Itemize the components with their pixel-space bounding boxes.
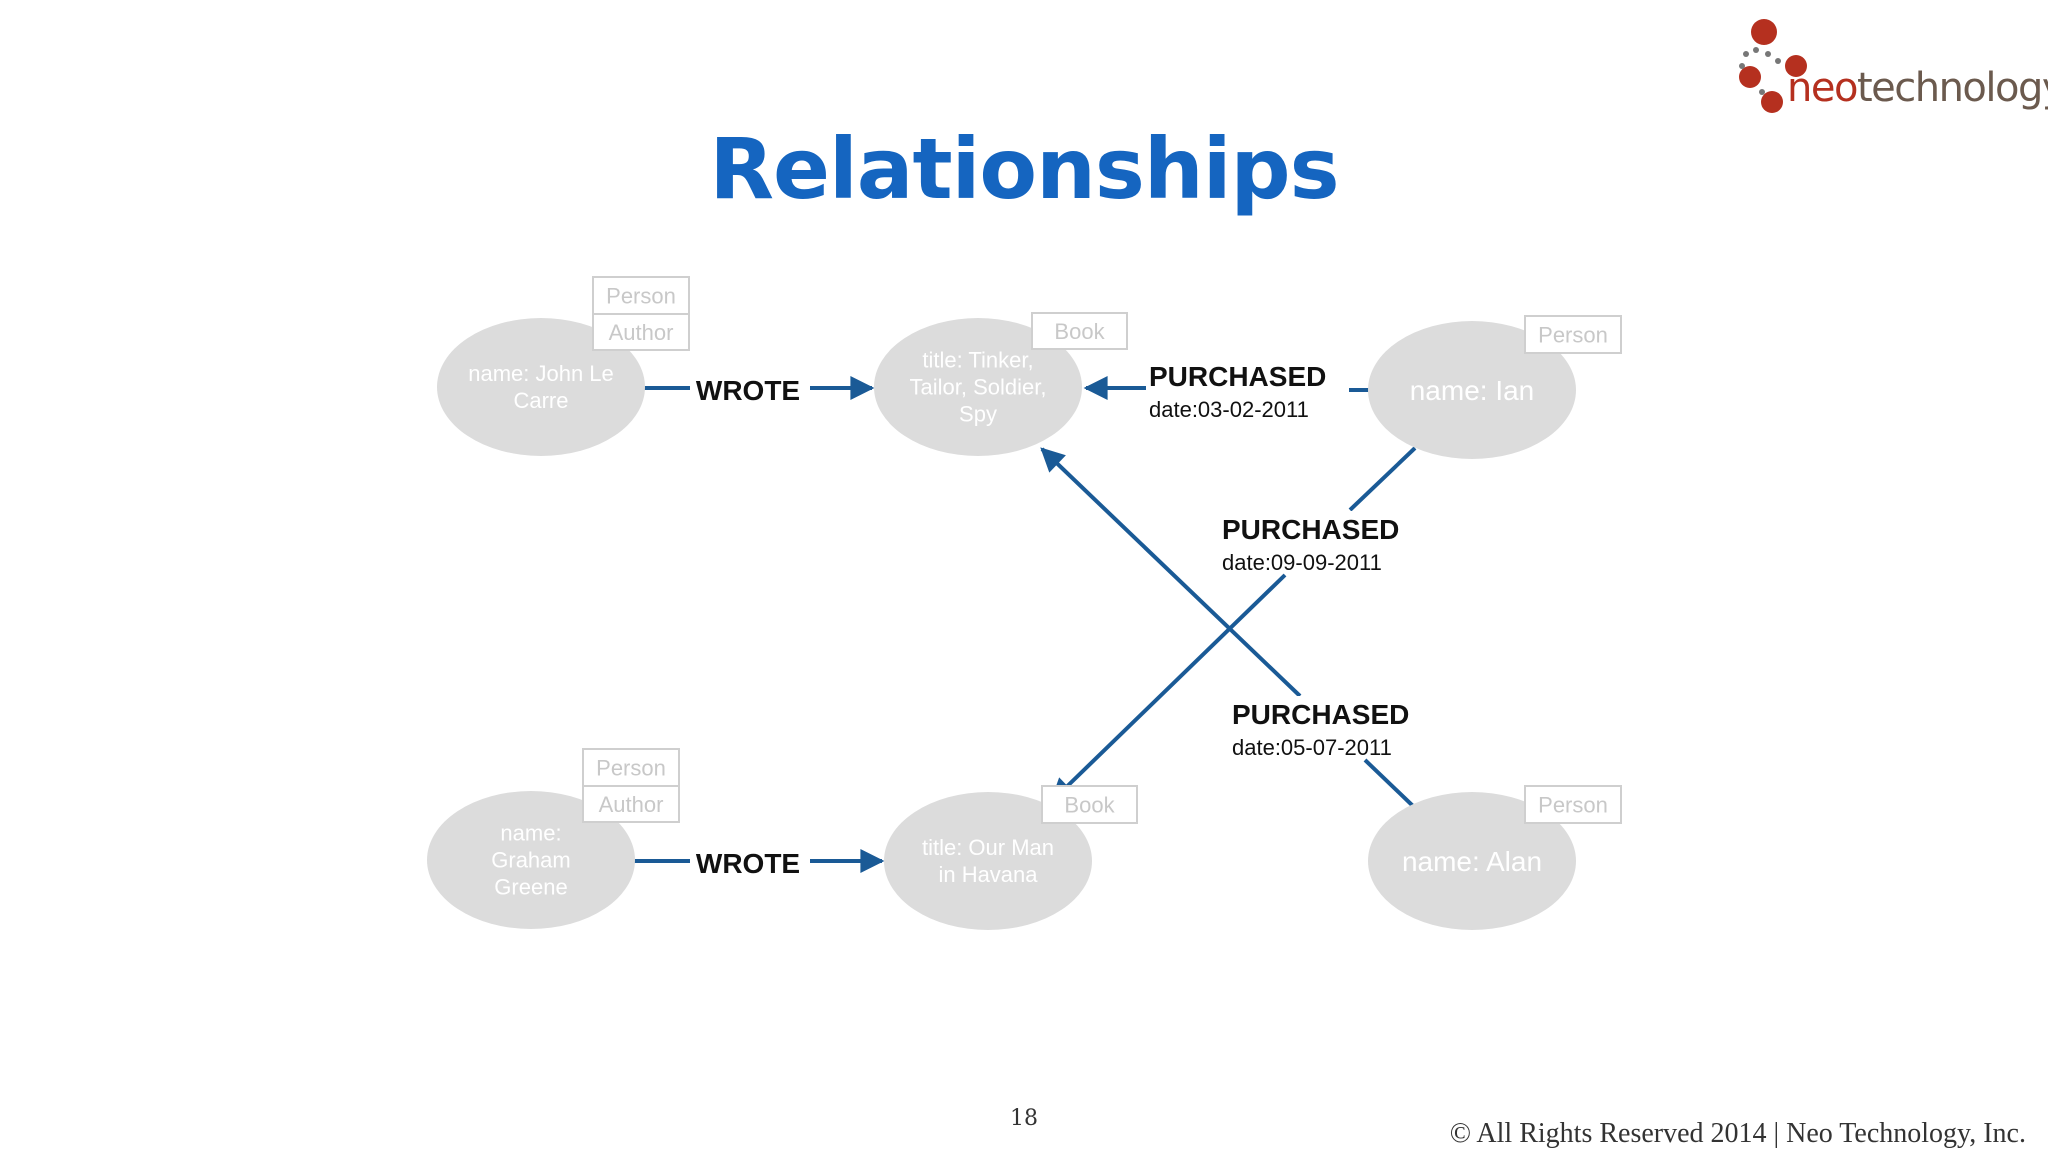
node-ellipse xyxy=(437,318,645,456)
relationship-property-text: date:09-09-2011 xyxy=(1222,550,1382,575)
node-label-text: Book xyxy=(1054,319,1105,344)
relationship-label-bg xyxy=(1230,696,1430,758)
node-label-box xyxy=(582,785,680,823)
relationship-arrow xyxy=(1040,447,1302,698)
node-label-text: Person xyxy=(596,756,666,781)
relationship-line xyxy=(1348,446,1417,512)
node-label-box xyxy=(1524,785,1622,824)
node-ellipse xyxy=(1368,792,1576,930)
node-label-text: Book xyxy=(1064,793,1115,818)
node-label-box xyxy=(592,276,690,315)
node-property-text: Carre xyxy=(513,388,568,413)
node-ellipse xyxy=(874,318,1082,456)
node-property-text: title: Our Man xyxy=(922,835,1054,860)
node-property-text: name: Ian xyxy=(1410,375,1535,406)
node-ian: name: Ian Person xyxy=(1368,315,1622,459)
node-property-text: title: Tinker, xyxy=(922,348,1033,373)
node-property-text: name: xyxy=(500,821,561,846)
node-label-box xyxy=(1041,785,1138,824)
node-label-box xyxy=(592,313,690,351)
node-ellipse xyxy=(1368,321,1576,459)
logo-technology-text: technology xyxy=(1856,65,2048,111)
logo-wordmark: neotechnology xyxy=(1787,68,2048,108)
relationship-type-text: WROTE xyxy=(696,375,800,406)
copyright-notice: © All Rights Reserved 2014 | Neo Technol… xyxy=(1449,1118,2026,1149)
node-property-text: Tailor, Soldier, xyxy=(910,375,1047,400)
logo-neo-text: neo xyxy=(1787,65,1858,111)
relationship-type-text: PURCHASED xyxy=(1222,514,1399,545)
node-label-text: Person xyxy=(1538,323,1608,348)
relationship-property-text: date:05-07-2011 xyxy=(1232,735,1392,760)
neotechnology-logo-icon xyxy=(1739,19,1807,113)
node-property-text: Graham xyxy=(491,848,570,873)
relationship-type-text: PURCHASED xyxy=(1149,361,1326,392)
relationship-arrow xyxy=(1050,573,1287,803)
relationship-label-purchased-ian-havana: PURCHASED date:09-09-2011 xyxy=(1220,511,1412,575)
relationship-type-text: WROTE xyxy=(696,848,800,879)
node-property-text: name: John Le xyxy=(468,361,614,386)
slide-title: Relationships xyxy=(709,120,1339,218)
relationship-label-bg xyxy=(1220,511,1412,573)
relationship-type-text: PURCHASED xyxy=(1232,699,1409,730)
relationship-label-wrote-1: WROTE xyxy=(692,370,808,406)
relationship-property-text: date:03-02-2011 xyxy=(1149,397,1309,422)
node-tinker: title: Tinker,Tailor, Soldier,Spy Book xyxy=(874,312,1128,456)
node-label-box xyxy=(1524,315,1622,354)
relationship-purchased-ian-tinker xyxy=(1083,376,1370,400)
node-label-text: Person xyxy=(1538,793,1608,818)
node-ellipse xyxy=(427,791,635,929)
relationship-purchased-alan-tinker xyxy=(1040,447,1415,808)
relationship-label-bg xyxy=(1146,358,1346,420)
node-property-text: in Havana xyxy=(938,862,1038,887)
relationship-line xyxy=(1363,758,1415,808)
node-label-box xyxy=(1031,312,1128,350)
node-property-text: Greene xyxy=(494,875,567,900)
relationship-label-bg xyxy=(692,370,808,406)
relationship-label-purchased-alan-tinker: PURCHASED date:05-07-2011 xyxy=(1230,696,1430,760)
relationship-label-bg xyxy=(692,843,808,879)
relationship-label-wrote-2: WROTE xyxy=(692,843,808,879)
node-alan: name: Alan Person xyxy=(1368,785,1622,930)
relationship-purchased-ian-havana xyxy=(1050,446,1417,803)
node-label-text: Person xyxy=(606,284,676,309)
node-property-text: Spy xyxy=(959,402,997,427)
page-number: 18 xyxy=(1010,1106,1038,1131)
node-ellipse xyxy=(884,792,1092,930)
node-label-text: Author xyxy=(599,792,664,817)
node-label-text: Author xyxy=(609,320,674,345)
relationship-label-purchased-ian-tinker: PURCHASED date:03-02-2011 xyxy=(1146,358,1346,422)
node-property-text: name: Alan xyxy=(1402,846,1542,877)
